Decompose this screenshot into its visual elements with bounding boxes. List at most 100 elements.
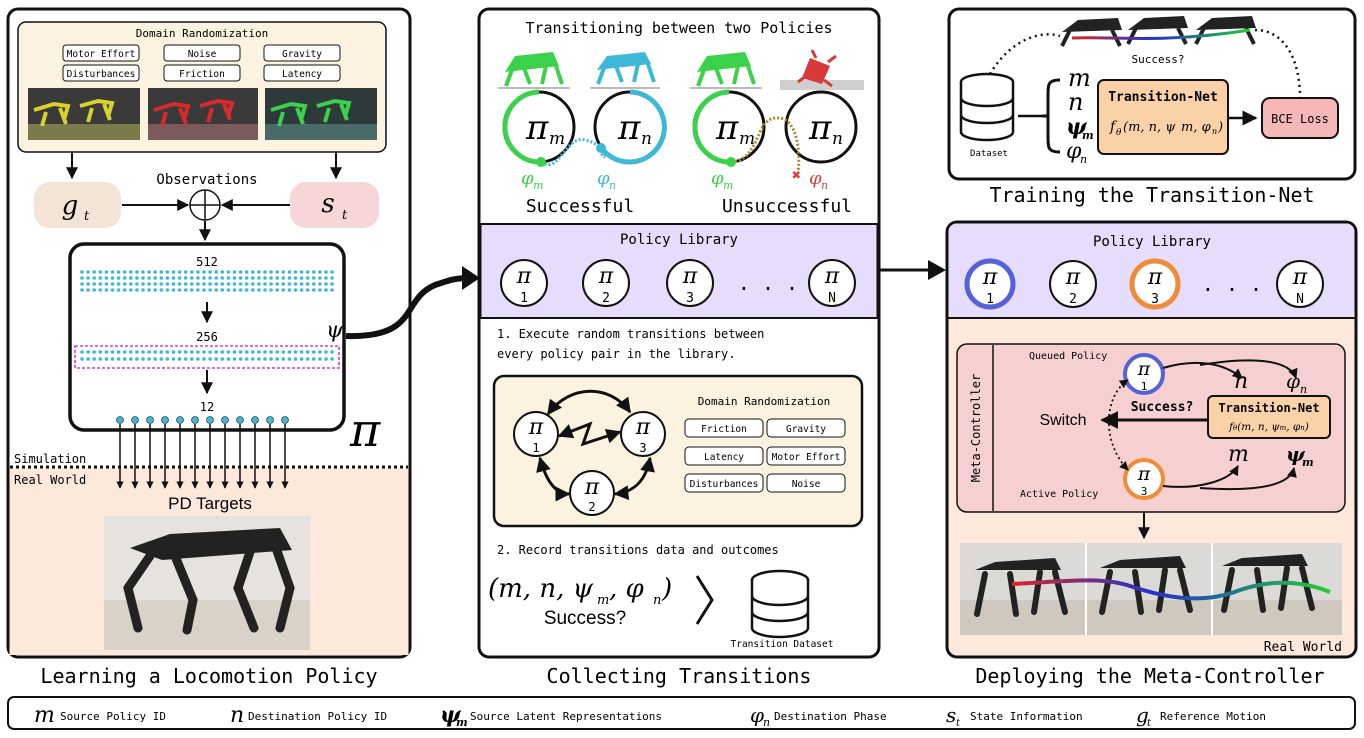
neuron-dot — [299, 282, 304, 286]
legend-symbol-phi: φ — [750, 703, 764, 727]
database-icon — [750, 569, 810, 639]
neuron-dot — [232, 350, 237, 354]
neuron-dot — [324, 276, 328, 280]
neuron-dot — [305, 276, 310, 280]
dr-chip: Friction — [701, 424, 747, 435]
neuron-dot — [238, 270, 243, 274]
neuron-dot — [202, 270, 206, 274]
legend-symbol-psi: ψ — [440, 702, 462, 728]
neuron-dot — [86, 270, 90, 274]
transition-dataset-label: Transition Dataset — [731, 639, 834, 650]
phi-m-label: φ — [521, 168, 534, 189]
neuron-dot — [257, 282, 261, 286]
neuron-dot — [293, 270, 298, 274]
neuron-dot — [147, 350, 151, 354]
reference-motion-box — [34, 182, 121, 228]
input-m: m — [1068, 64, 1091, 92]
dr-chip: Latency — [282, 69, 322, 80]
library-node-active — [1129, 258, 1181, 310]
dataset-label: Dataset — [970, 149, 1008, 159]
neuron-dot — [238, 276, 243, 280]
trajectory-robots — [1060, 16, 1256, 47]
robot-green-icon — [498, 52, 570, 89]
neuron-dot — [269, 276, 273, 280]
library-node-index: N — [828, 291, 836, 306]
neuron-dot — [281, 357, 286, 361]
real-world-label: Real World — [14, 473, 86, 487]
dr-chip: Motor Effort — [67, 49, 136, 60]
neuron-dot — [251, 276, 255, 280]
neuron-dot — [263, 350, 267, 354]
svg-text:π: π — [682, 264, 698, 289]
neuron-dot — [116, 276, 121, 280]
panel-deploying-meta-controller: Policy Library π 1 π 2 π 3 . . . π N Met… — [945, 220, 1358, 659]
robot-red-fallen-icon — [780, 49, 864, 90]
svg-text:3: 3 — [1141, 485, 1148, 498]
neuron-dot — [275, 350, 280, 354]
neuron-dot — [141, 276, 145, 280]
svg-text:n: n — [1212, 127, 1217, 136]
neuron-dot — [165, 288, 170, 292]
library-node — [666, 259, 714, 307]
neuron-dot — [244, 282, 249, 286]
neuron-dot — [122, 270, 127, 274]
neuron-dot — [135, 282, 139, 286]
neuron-dot — [305, 270, 310, 274]
neuron-dot — [135, 350, 139, 354]
neuron-dot — [269, 282, 273, 286]
output-neuron — [236, 416, 244, 424]
input-psi: ψ — [1066, 114, 1088, 140]
neuron-dot — [251, 350, 255, 354]
neuron-dot — [92, 276, 96, 280]
neuron-dot — [293, 282, 298, 286]
bce-loss-label: BCE Loss — [1271, 112, 1329, 126]
neuron-dot — [98, 357, 103, 361]
neuron-dot — [251, 357, 255, 361]
neuron-dot — [220, 357, 225, 361]
neuron-dot — [251, 270, 255, 274]
neuron-dot — [251, 282, 255, 286]
library-node — [500, 259, 548, 307]
training-caption: Training the Transition-Net — [989, 183, 1314, 207]
neuron-dot — [287, 282, 292, 286]
neuron-dot — [86, 350, 90, 354]
neuron-dot — [208, 357, 212, 361]
neuron-dot — [122, 350, 127, 354]
queued-policy-node — [1123, 353, 1165, 395]
neuron-dot — [287, 270, 292, 274]
svg-text:π: π — [824, 264, 840, 289]
neuron-dot — [110, 288, 115, 292]
left-caption: Learning a Locomotion Policy — [40, 664, 377, 688]
neuron-dot — [312, 282, 316, 286]
pi-m-sub-2: m — [739, 129, 755, 149]
layer-size-12: 12 — [200, 400, 214, 414]
neuron-dot — [318, 270, 322, 274]
svg-text:π: π — [1137, 463, 1151, 485]
neuron-dot — [141, 270, 145, 274]
neuron-dot — [98, 276, 103, 280]
neuron-dot — [116, 270, 121, 274]
output-neuron — [161, 416, 169, 424]
neuron-dot — [275, 276, 280, 280]
neuron-dot — [147, 270, 151, 274]
out-m: m — [1228, 442, 1249, 467]
neuron-dot — [293, 276, 298, 280]
s-symbol: s — [321, 189, 334, 219]
neuron-dot — [214, 276, 218, 280]
neuron-dot — [208, 270, 212, 274]
meta-controller-label: Meta-Controller — [969, 374, 983, 482]
transition-title: Transitioning between two Policies — [525, 19, 832, 37]
dr-chips: Motor Effort Noise Gravity Disturbances … — [62, 44, 341, 82]
svg-text:n: n — [821, 179, 828, 192]
tuple-close: ) — [661, 574, 672, 604]
legend-text: Reference Motion — [1160, 710, 1266, 723]
neuron-dot — [183, 282, 188, 286]
neuron-dot — [177, 276, 182, 280]
successful-transition-path — [540, 138, 606, 166]
neuron-dot — [153, 270, 157, 274]
neuron-dot — [232, 357, 237, 361]
neuron-dot — [299, 276, 304, 280]
neuron-dot — [299, 270, 304, 274]
neuron-dot — [104, 276, 109, 280]
neuron-dot — [165, 270, 170, 274]
